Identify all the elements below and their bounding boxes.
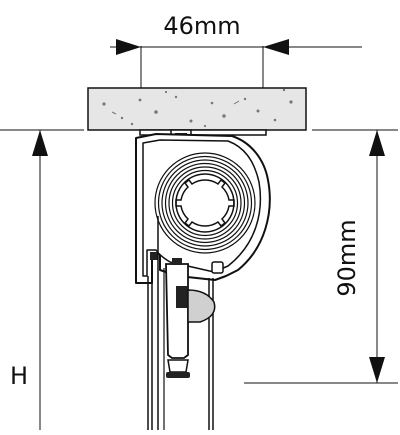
pull-cord-base [166,372,190,378]
height-arrow-bottom [369,357,385,383]
overall-height-dimension: H [0,129,84,430]
width-arrow-left [116,39,141,55]
width-dimension-label: 46mm [163,12,240,40]
ceiling-block [87,87,307,131]
ceiling [87,87,307,131]
height-dimension-label: 90mm [333,219,361,296]
bottom-bar [165,258,216,378]
bottom-bar-grip [176,286,188,308]
roll-layer-1 [154,152,256,254]
height-dimension: 90mm [244,129,398,384]
width-arrow-right [263,39,289,55]
height-arrow-top [369,130,385,156]
roller-tube [175,173,235,233]
bottom-bar-body [165,263,189,359]
width-dimension: 46mm [110,12,362,88]
side-clip [150,252,158,260]
bottom-bar-cap [172,258,182,265]
fabric-roll [154,152,256,430]
h-arrow-top [32,130,48,156]
overall-height-label: H [10,362,28,390]
front-lip [211,261,224,274]
ceiling-texture [102,88,293,128]
handle-tab [187,289,216,323]
roller-core [175,178,235,228]
pull-cord-end [167,359,189,373]
